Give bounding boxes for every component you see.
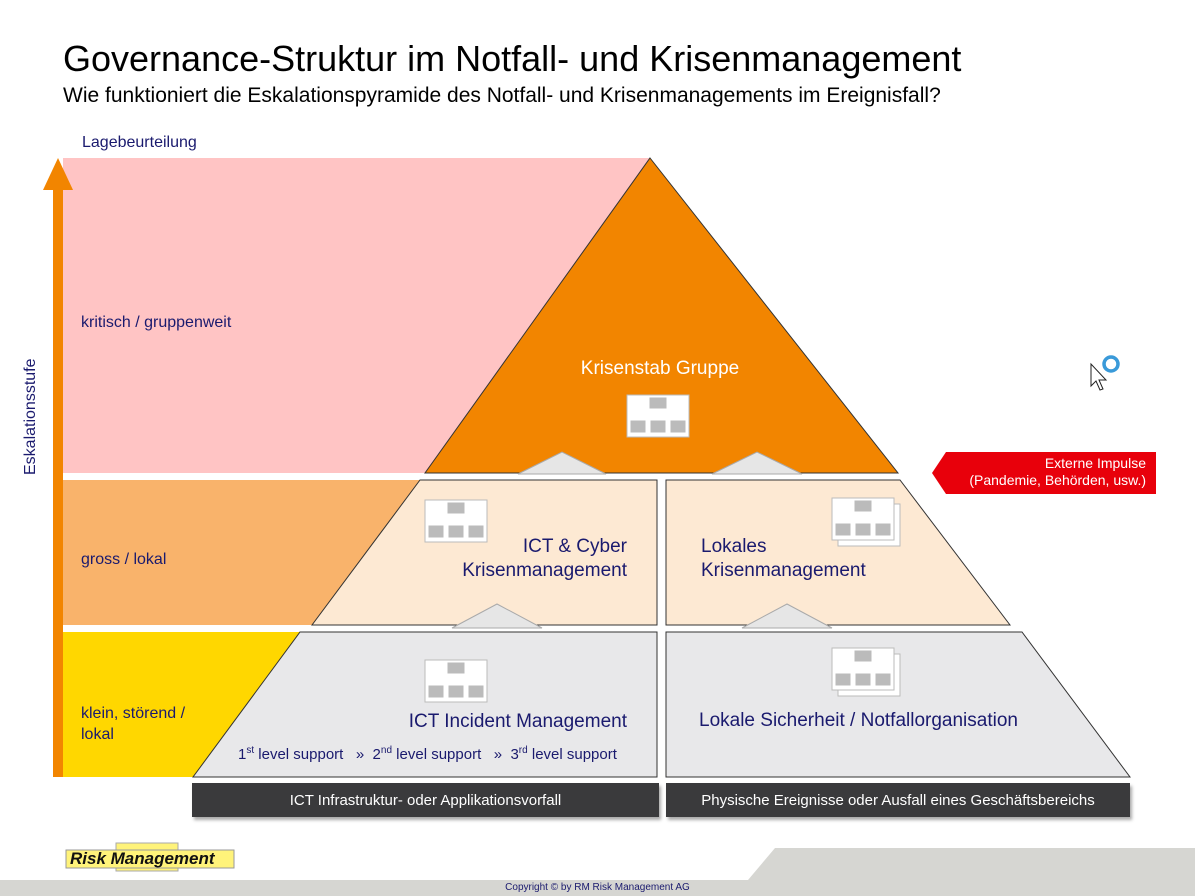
sup: nd bbox=[380, 745, 393, 756]
separator: » bbox=[355, 746, 365, 763]
org-chart-icon bbox=[424, 659, 488, 703]
org-chart-icon bbox=[424, 499, 488, 543]
support-l3: 3 bbox=[510, 746, 519, 763]
org-chart-icon bbox=[831, 647, 901, 697]
pyramid-bottom-left bbox=[192, 631, 658, 778]
box-line: Lokales bbox=[701, 536, 767, 557]
support-l2: 2 bbox=[372, 746, 381, 763]
support-l1: 1 bbox=[238, 746, 247, 763]
external-line: Externe Impulse bbox=[1044, 455, 1146, 471]
page-title: Governance-Struktur im Notfall- und Kris… bbox=[63, 38, 962, 79]
box-line: Krisenmanagement bbox=[701, 560, 866, 581]
escalation-chevron-icon bbox=[517, 451, 607, 475]
footer-slant bbox=[748, 848, 1195, 880]
pyramid-bottom-right bbox=[665, 631, 1131, 778]
support-text: level support bbox=[392, 746, 482, 763]
page-subtitle: Wie funktioniert die Eskalationspyramide… bbox=[63, 84, 941, 107]
external-impulses-callout: Externe Impulse(Pandemie, Behörden, usw.… bbox=[932, 452, 1156, 494]
escalation-arrow-icon bbox=[43, 158, 73, 777]
pyramid-mid-left bbox=[311, 479, 658, 626]
support-levels: 1st level support » 2nd level support » … bbox=[238, 745, 617, 763]
bar-physical: Physische Ereignisse oder Ausfall eines … bbox=[666, 783, 1130, 817]
logo bbox=[65, 842, 235, 872]
mouse-cursor-icon bbox=[1090, 355, 1120, 391]
org-chart-icon bbox=[831, 497, 901, 547]
band-small bbox=[63, 632, 300, 777]
sup: st bbox=[246, 745, 255, 756]
level-large: gross / lokal bbox=[81, 551, 167, 568]
pyramid-top bbox=[424, 157, 900, 474]
pyramid-mid-right bbox=[665, 479, 1012, 626]
box-ict-incident: ICT Incident Management bbox=[408, 711, 627, 732]
support-text: level support bbox=[254, 746, 344, 763]
org-chart-icon bbox=[626, 394, 690, 438]
escalation-chevron-icon bbox=[741, 603, 833, 629]
sup: rd bbox=[518, 745, 528, 756]
escalation-chevron-icon bbox=[711, 451, 803, 475]
band-critical bbox=[63, 158, 650, 473]
separator: » bbox=[493, 746, 503, 763]
box-krisenstab-gruppe: Krisenstab Gruppe bbox=[580, 358, 740, 379]
box-line: Krisenmanagement bbox=[462, 560, 627, 581]
box-line: ICT & Cyber bbox=[522, 536, 627, 557]
escalation-chevron-icon bbox=[451, 603, 543, 629]
box-lokale-sicherheit: Lokale Sicherheit / Notfallorganisation bbox=[699, 710, 1018, 731]
support-text: level support bbox=[527, 746, 617, 763]
level-critical: kritisch / gruppenweit bbox=[81, 314, 232, 331]
band-large bbox=[63, 480, 420, 625]
bar-ict: ICT Infrastruktur- oder Applikationsvorf… bbox=[192, 783, 659, 817]
level-small: klein, störend / lokal bbox=[81, 705, 186, 743]
axis-top-label: Lagebeurteilung bbox=[82, 134, 197, 151]
external-line: (Pandemie, Behörden, usw.) bbox=[969, 472, 1146, 488]
footer-band bbox=[0, 880, 1195, 896]
axis-vertical-label: Eskalationsstufe bbox=[22, 358, 39, 475]
logo-text: Risk Management bbox=[70, 849, 215, 868]
copyright: Copyright © by RM Risk Management AG bbox=[505, 882, 690, 893]
